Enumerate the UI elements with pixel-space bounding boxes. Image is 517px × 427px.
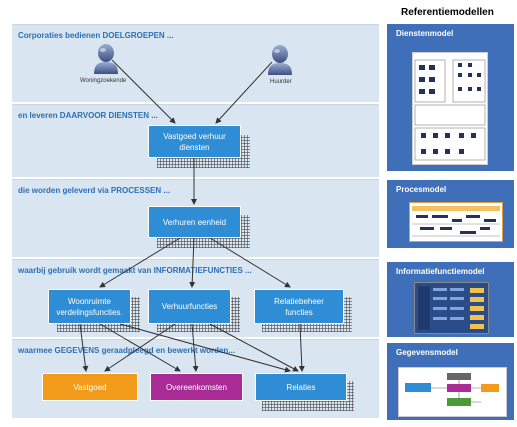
ref-title-gegevensmodel: Gegevensmodel (396, 348, 458, 357)
ref-title-procesmodel: Procesmodel (396, 185, 447, 194)
band-title-gegevens: waarmee GEGEVENS geraadpleegd en bewerkt… (18, 346, 235, 355)
person-huurder-icon (268, 45, 292, 75)
box-verhuurfuncties[interactable]: Verhuurfuncties (148, 289, 231, 324)
box-woonruimte-verdelingsfuncties[interactable]: Woonruimte verdelingsfuncties. (48, 289, 131, 324)
procesmodel-thumbnail (409, 202, 503, 242)
ref-title-dienstenmodel: Dienstenmodel (396, 29, 454, 38)
ref-procesmodel[interactable]: Procesmodel (387, 180, 514, 248)
band-title-informatiefuncties: waarbij gebruik wordt gemaakt van INFORM… (18, 266, 252, 275)
band-title-diensten: en leveren DAARVOOR DIENSTEN ... (18, 111, 158, 120)
band-title-doelgroepen: Corporaties bedienen DOELGROEPEN ... (18, 31, 174, 40)
box-verhuren-eenheid[interactable]: Verhuren eenheid (148, 206, 241, 238)
box-vastgoed-verhuur-diensten[interactable]: Vastgoed verhuur diensten (148, 125, 241, 158)
person-label-huurder: Huurder (270, 79, 292, 85)
person-label-woningzoekende: Woningzoekende (80, 78, 127, 84)
person-woningzoekende-icon (94, 44, 118, 74)
band-title-processen: die worden geleverd via PROCESSEN ... (18, 186, 171, 195)
band-doelgroepen: Corporaties bedienen DOELGROEPEN ... (12, 24, 379, 102)
box-relatiebeheer-functies[interactable]: Relatiebeheer functies (254, 289, 344, 324)
box-overeenkomsten[interactable]: Overeenkomsten (150, 373, 243, 401)
box-relaties[interactable]: Relaties (255, 373, 347, 401)
dienstenmodel-thumbnail (412, 52, 488, 165)
informatiefunctiemodel-thumbnail (414, 282, 489, 334)
ref-gegevensmodel[interactable]: Gegevensmodel (387, 343, 514, 420)
gegevensmodel-thumbnail (398, 367, 507, 417)
ref-dienstenmodel[interactable]: Dienstenmodel (387, 24, 514, 171)
ref-title-informatiefunctiemodel: Informatiefunctiemodel (396, 267, 485, 276)
ref-informatiefunctiemodel[interactable]: Informatiefunctiemodel (387, 262, 514, 337)
reference-header: Referentiemodellen (401, 7, 494, 18)
box-vastgoed[interactable]: Vastgoed (42, 373, 138, 401)
